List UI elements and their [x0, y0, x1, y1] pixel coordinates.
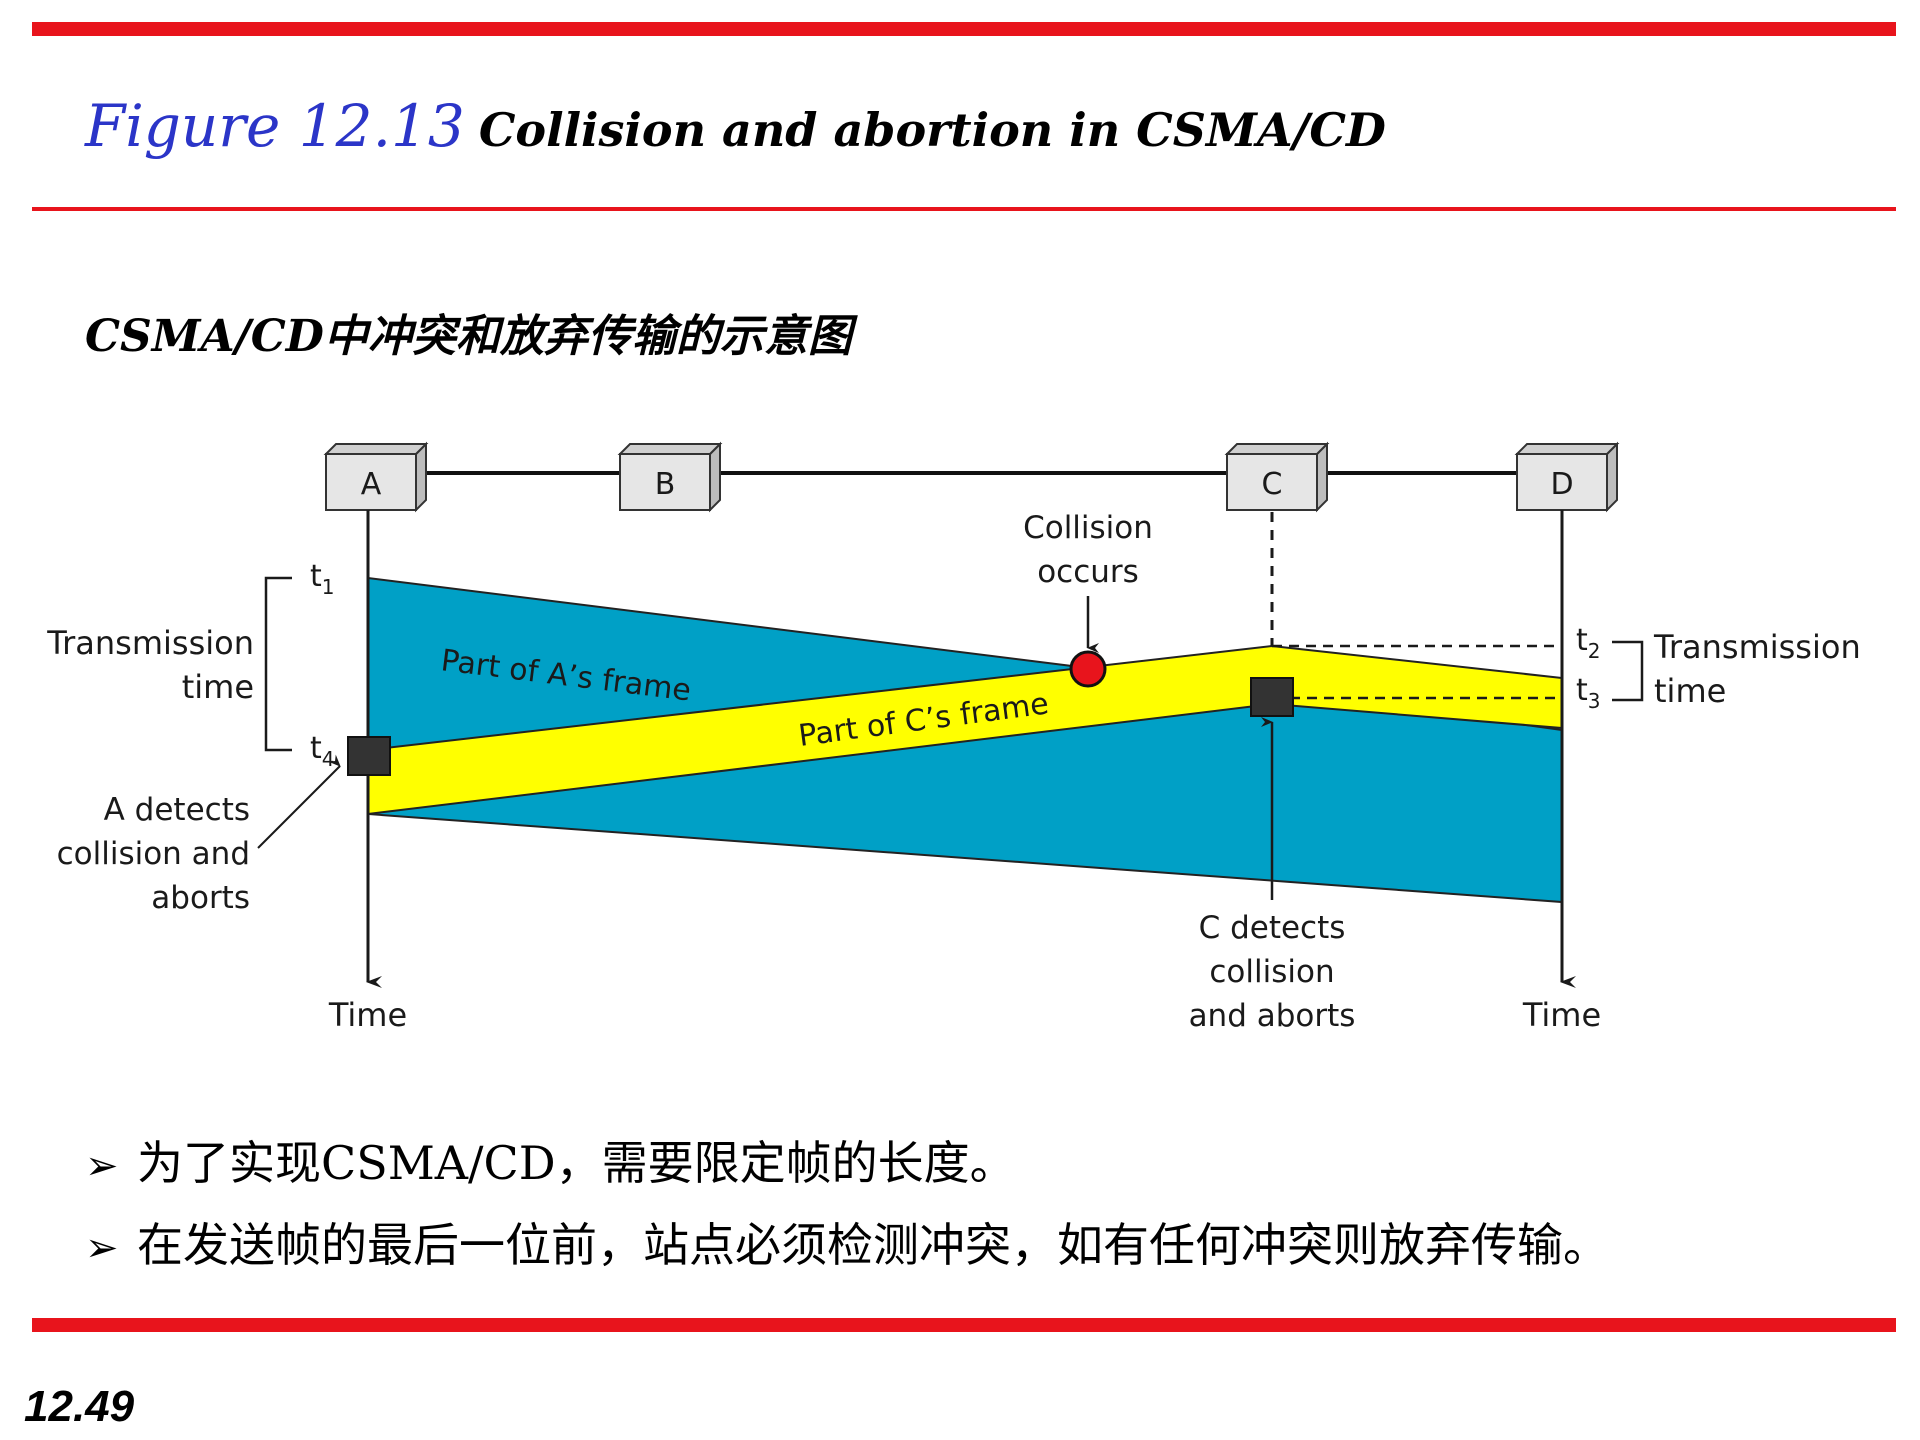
a-detects-label-1: A detects — [104, 792, 250, 828]
bullet-text: 为了实现CSMA/CD，需要限定帧的长度。 — [137, 1136, 1016, 1190]
left-time-label: time — [182, 668, 254, 706]
arrow-bullet-icon: ➢ — [85, 1225, 119, 1271]
c-detect-marker-icon — [1250, 677, 1294, 717]
c-detects-label-1: C detects — [1199, 910, 1346, 946]
collision-label-2: occurs — [1037, 554, 1139, 590]
arrow-bullet-icon: ➢ — [85, 1143, 119, 1189]
station-label-c: C — [1262, 467, 1283, 502]
left-transmission-label: Transmission — [46, 624, 254, 662]
time-label-right: Time — [1522, 996, 1601, 1034]
c-detects-label-2: collision — [1209, 954, 1334, 990]
a-detects-label-2: collision and — [57, 836, 250, 872]
top-red-rule — [32, 22, 1896, 36]
station-b: B — [617, 441, 723, 513]
figure-label: Figure 12.13 — [85, 92, 465, 160]
t3-label: t3 — [1576, 673, 1601, 713]
t1-label: t1 — [310, 559, 335, 599]
a-detects-label-3: aborts — [151, 880, 250, 916]
right-time-label: time — [1654, 672, 1726, 710]
collision-point-icon — [1069, 650, 1107, 688]
bullet-text: 在发送帧的最后一位前，站点必须检测冲突，如有任何冲突则放弃传输。 — [137, 1218, 1609, 1272]
right-transmission-bracket — [1612, 640, 1644, 702]
page-number: 12.49 — [24, 1382, 135, 1431]
a-detect-marker-icon — [347, 736, 391, 776]
t4-label: t4 — [310, 731, 335, 771]
title-underline-rule — [32, 207, 1896, 211]
station-label-b: B — [655, 467, 676, 502]
bullet-item: ➢ 在发送帧的最后一位前，站点必须检测冲突，如有任何冲突则放弃传输。 — [85, 1204, 1609, 1286]
t2-label: t2 — [1576, 623, 1601, 663]
station-c: C — [1224, 441, 1330, 513]
bottom-red-rule — [32, 1318, 1896, 1332]
station-label-a: A — [361, 467, 382, 502]
station-label-d: D — [1550, 467, 1573, 502]
a-detects-arrow — [257, 754, 341, 849]
station-a: A — [323, 441, 429, 513]
bullet-list: ➢ 为了实现CSMA/CD，需要限定帧的长度。 ➢ 在发送帧的最后一位前，站点必须检… — [85, 1122, 1609, 1286]
chinese-subtitle: CSMA/CD中冲突和放弃传输的示意图 — [85, 311, 852, 362]
right-transmission-label: Transmission — [1653, 628, 1861, 666]
figure-caption: Collision and abortion in CSMA/CD — [478, 103, 1386, 157]
time-label-left: Time — [328, 996, 407, 1034]
collision-label-1: Collision — [1023, 510, 1153, 546]
c-detects-label-3: and aborts — [1189, 998, 1356, 1034]
station-d: D — [1514, 441, 1620, 513]
bullet-item: ➢ 为了实现CSMA/CD，需要限定帧的长度。 — [85, 1122, 1609, 1204]
left-transmission-bracket — [264, 576, 292, 752]
